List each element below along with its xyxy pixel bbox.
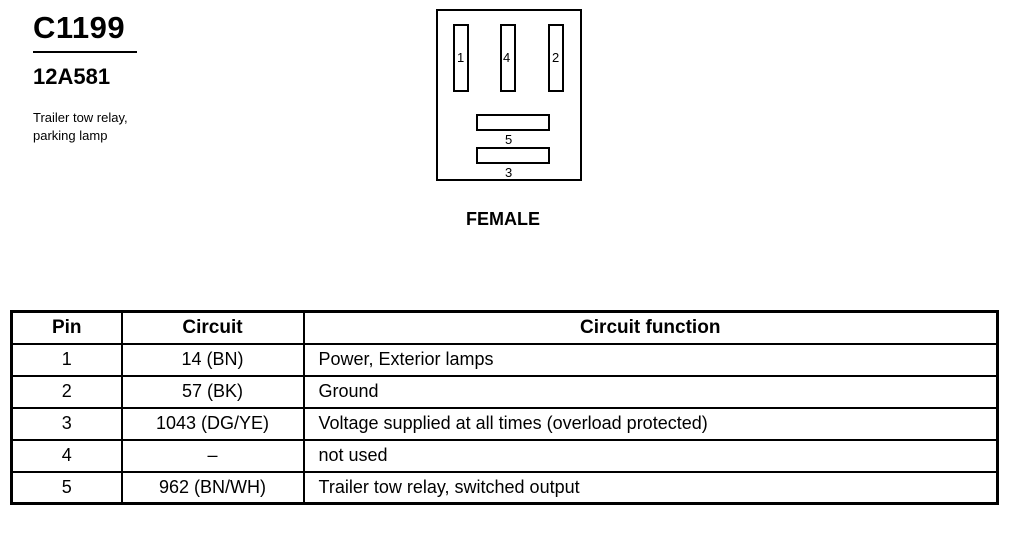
cell-circuit: 57 (BK) xyxy=(120,374,305,409)
pin-label-4: 4 xyxy=(503,50,511,65)
pin-cavity-1 xyxy=(453,24,469,92)
column-header-pin: Pin xyxy=(10,310,123,345)
cell-pin: 4 xyxy=(10,438,123,473)
cell-pin: 2 xyxy=(10,374,123,409)
column-header-circuit-function: Circuit function xyxy=(302,310,999,345)
pin-label-5: 5 xyxy=(505,132,513,147)
description-line: Trailer tow relay, xyxy=(33,110,128,125)
pinout-table: Pin Circuit Circuit function 1 14 (BN) P… xyxy=(10,310,999,505)
cell-pin: 1 xyxy=(10,342,123,377)
cell-circuit: 14 (BN) xyxy=(120,342,305,377)
connector-gender-label: FEMALE xyxy=(466,209,540,229)
cell-circuit-function: Trailer tow relay, switched output xyxy=(302,470,999,505)
cell-circuit-function: Ground xyxy=(302,374,999,409)
connector-description: Trailer tow relay, parking lamp xyxy=(33,109,128,145)
cell-pin: 5 xyxy=(10,470,123,505)
pin-label-1: 1 xyxy=(457,50,465,65)
cell-circuit-function: Power, Exterior lamps xyxy=(302,342,999,377)
table-row: 5 962 (BN/WH) Trailer tow relay, switche… xyxy=(10,470,999,505)
pin-cavity-3 xyxy=(476,147,550,164)
table-row: 1 14 (BN) Power, Exterior lamps xyxy=(10,342,999,377)
cell-circuit-function: not used xyxy=(302,438,999,473)
part-number: 12A581 xyxy=(33,64,111,89)
table-row: 4 – not used xyxy=(10,438,999,473)
cell-circuit: 1043 (DG/YE) xyxy=(120,406,305,441)
cell-circuit: – xyxy=(120,438,305,473)
pin-label-2: 2 xyxy=(552,50,560,65)
description-line: parking lamp xyxy=(33,128,108,143)
connector-face-diagram: 1 4 2 5 3 xyxy=(436,9,582,181)
pin-cavity-2 xyxy=(548,24,564,92)
table-row: 2 57 (BK) Ground xyxy=(10,374,999,409)
pin-label-3: 3 xyxy=(505,165,513,180)
column-header-circuit: Circuit xyxy=(120,310,305,345)
connector-id-underline xyxy=(33,51,137,53)
cell-circuit-function: Voltage supplied at all times (overload … xyxy=(302,406,999,441)
cell-pin: 3 xyxy=(10,406,123,441)
pin-cavity-5 xyxy=(476,114,550,131)
pin-cavity-4 xyxy=(500,24,516,92)
connector-id: C1199 xyxy=(33,10,126,45)
table-header-row: Pin Circuit Circuit function xyxy=(10,310,999,345)
cell-circuit: 962 (BN/WH) xyxy=(120,470,305,505)
table-row: 3 1043 (DG/YE) Voltage supplied at all t… xyxy=(10,406,999,441)
